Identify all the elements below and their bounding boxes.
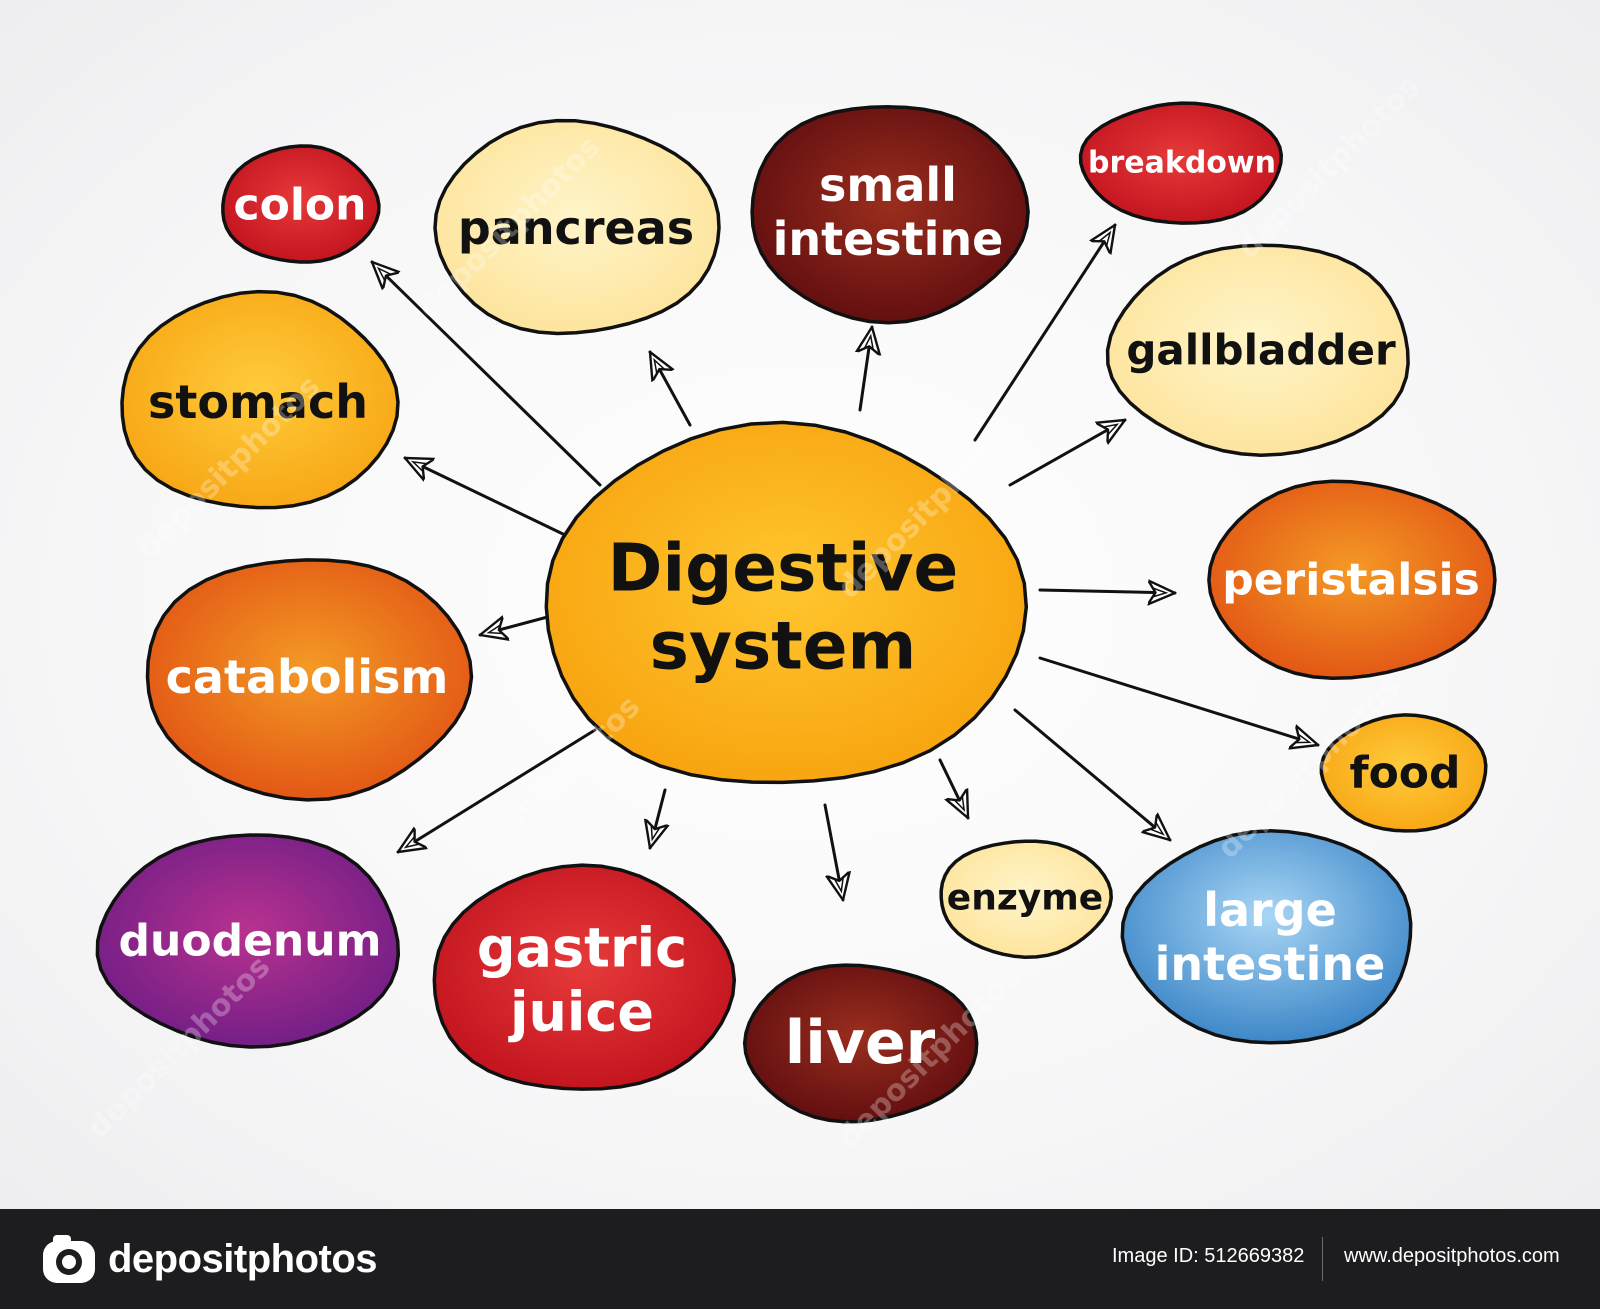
connector-arrows <box>370 223 1320 902</box>
node-colon: colon <box>221 144 381 264</box>
node-gastric-juice-label: gastric <box>477 917 687 980</box>
node-gallbladder-label: gallbladder <box>1126 326 1396 375</box>
arrow-to-liver <box>823 803 843 902</box>
central-node-digestive-system-label: Digestive <box>608 530 959 607</box>
node-gastric-juice-label: juice <box>508 980 654 1043</box>
node-catabolism: catabolism <box>145 558 474 802</box>
node-small-intestine-label: intestine <box>773 212 1004 266</box>
node-enzyme-label: enzyme <box>947 878 1103 919</box>
arrow-to-large-intestine <box>1013 708 1172 842</box>
node-liver: liver <box>742 963 979 1124</box>
central-node-digestive-system-bubble <box>544 420 1029 785</box>
node-large-intestine-bubble <box>1120 829 1413 1045</box>
node-large-intestine-label: intestine <box>1155 937 1386 991</box>
node-duodenum: duodenum <box>95 833 401 1049</box>
camera-icon <box>43 1235 95 1283</box>
arrow-to-peristalsis <box>1038 590 1177 593</box>
node-food-label: food <box>1349 748 1460 799</box>
node-peristalsis-bubble <box>1207 479 1497 681</box>
node-gastric-juice-bubble <box>432 863 737 1091</box>
node-stomach-bubble <box>120 289 400 510</box>
arrow-to-stomach <box>403 456 567 537</box>
stock-footer-bar: depositphotos Image ID: 512669382 www.de… <box>0 1209 1600 1309</box>
node-peristalsis-label: peristalsis <box>1222 555 1480 606</box>
brand-name: depositphotos <box>108 1236 378 1281</box>
node-small-intestine-bubble <box>750 105 1030 325</box>
arrow-to-gastric-juice <box>650 788 665 850</box>
arrow-to-food <box>1038 656 1320 745</box>
node-stomach: stomach <box>120 289 400 510</box>
node-pancreas: pancreas <box>433 118 721 336</box>
node-pancreas-label: pancreas <box>458 201 694 255</box>
image-id-label: Image ID: 512669382 <box>1112 1245 1305 1267</box>
node-enzyme: enzyme <box>939 839 1113 959</box>
arrow-to-breakdown <box>973 223 1117 442</box>
node-duodenum-bubble <box>95 833 401 1049</box>
arrow-to-gallbladder <box>1008 418 1127 487</box>
node-pancreas-bubble <box>433 118 721 336</box>
node-gallbladder-bubble <box>1105 243 1410 457</box>
arrow-to-enzyme <box>938 758 970 820</box>
arrow-to-colon <box>370 260 602 487</box>
node-small-intestine-label: small <box>819 158 957 212</box>
site-url-link[interactable]: www.depositphotos.com <box>1344 1245 1560 1267</box>
node-catabolism-label: catabolism <box>166 650 449 704</box>
node-food: food <box>1319 713 1488 833</box>
node-gallbladder: gallbladder <box>1105 243 1410 457</box>
node-liver-label: liver <box>785 1008 936 1078</box>
node-peristalsis: peristalsis <box>1207 479 1497 681</box>
node-colon-bubble <box>221 144 381 264</box>
footer-divider <box>1322 1237 1323 1281</box>
node-liver-bubble <box>742 963 979 1124</box>
arrow-to-catabolism <box>478 613 557 635</box>
node-catabolism-bubble <box>145 558 474 802</box>
node-large-intestine-label: large <box>1203 883 1337 937</box>
arrow-to-duodenum <box>396 728 597 854</box>
brand-logo[interactable]: depositphotos <box>40 1231 378 1287</box>
arrow-to-small-intestine <box>860 325 872 412</box>
node-breakdown: breakdown <box>1078 101 1284 225</box>
node-food-bubble <box>1319 713 1488 833</box>
watermark-text: depositphotos <box>451 689 647 885</box>
node-breakdown-label: breakdown <box>1088 146 1276 181</box>
node-stomach-label: stomach <box>148 375 368 429</box>
arrow-to-pancreas <box>648 350 692 427</box>
node-colon-label: colon <box>234 180 367 231</box>
node-enzyme-bubble <box>939 839 1113 959</box>
node-breakdown-bubble <box>1078 101 1284 225</box>
central-node-digestive-system-label: system <box>650 607 917 684</box>
node-duodenum-label: duodenum <box>119 916 382 967</box>
